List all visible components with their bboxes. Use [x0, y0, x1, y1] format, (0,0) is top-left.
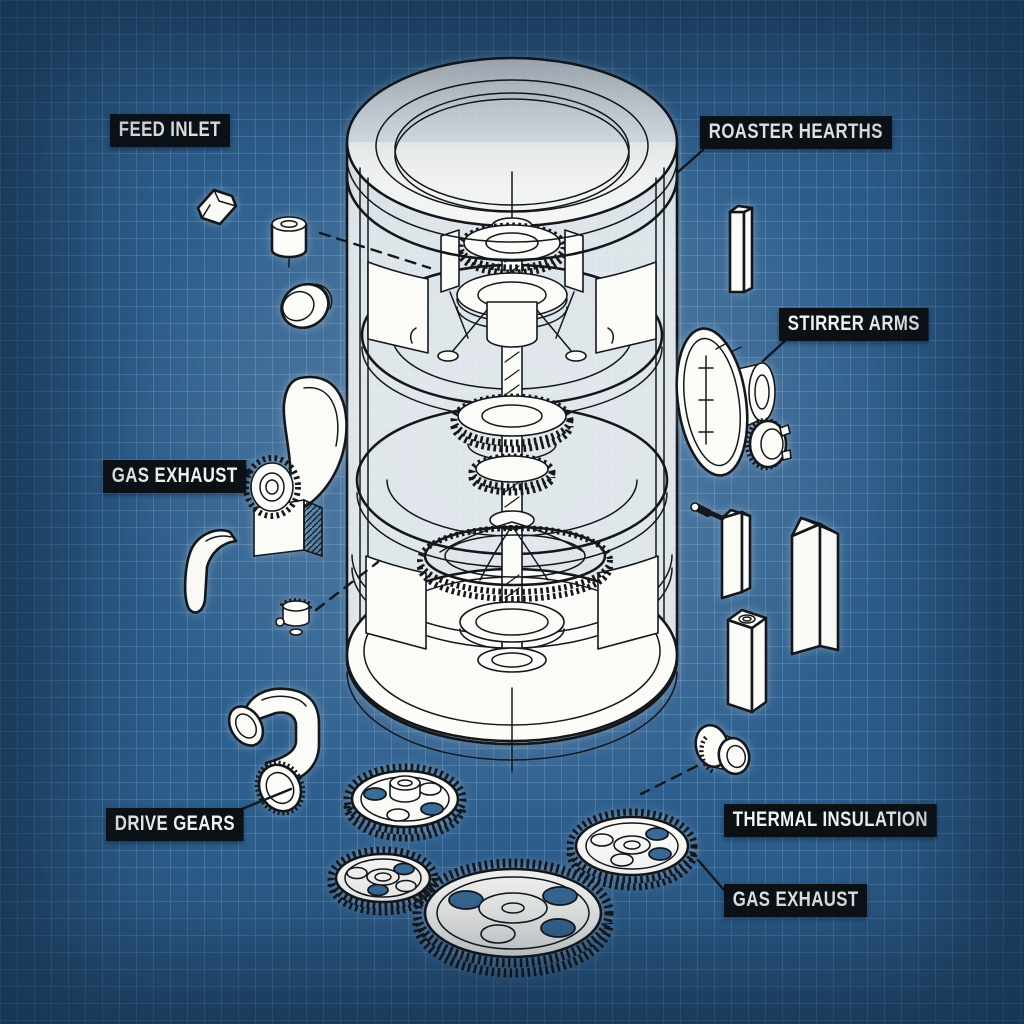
label-thermal-insulation-text: THERMAL INSULATION	[732, 808, 928, 831]
label-feed-inlet: FEED INLET	[110, 114, 230, 147]
label-gas-exhaust-left: GAS EXHAUST	[103, 460, 247, 493]
label-roaster-hearths-text: ROASTER HEARTHS	[708, 120, 883, 143]
thermal-insulation-bars	[690, 204, 840, 714]
drive-gear-4	[566, 808, 698, 891]
roaster-front-rim	[345, 157, 679, 262]
label-stirrer-arms-text: STIRRER ARMS	[787, 312, 920, 335]
label-stirrer-arms: STIRRER ARMS	[779, 308, 929, 341]
dash-bolt	[314, 560, 380, 612]
leader-gas-exhaust-bottom	[696, 858, 726, 892]
exhaust-collar	[694, 723, 751, 776]
label-roaster-hearths: ROASTER HEARTHS	[700, 116, 892, 149]
label-thermal-insulation: THERMAL INSULATION	[724, 804, 937, 837]
drive-gear-train	[327, 763, 698, 978]
stirrer-arm-assembly	[675, 327, 792, 477]
drive-gear-1	[343, 763, 467, 842]
label-drive-gears-text: DRIVE GEARS	[114, 812, 235, 835]
dash-collar-to-gear	[639, 764, 699, 796]
drive-elbow-pipe	[227, 687, 321, 816]
gas-exhaust-blower	[183, 375, 348, 636]
dash-feed-inlet-part	[318, 231, 432, 270]
label-gas-exhaust-left-text: GAS EXHAUST	[111, 464, 238, 487]
label-gas-exhaust-bottom: GAS EXHAUST	[724, 884, 868, 917]
leader-stirrer-arms	[761, 336, 790, 363]
feed-inlet-parts	[196, 188, 333, 329]
central-shaft-assembly	[409, 171, 615, 673]
label-feed-inlet-text: FEED INLET	[118, 118, 221, 141]
label-drive-gears: DRIVE GEARS	[106, 808, 244, 841]
leader-roaster-hearths	[676, 148, 705, 174]
label-gas-exhaust-bottom-text: GAS EXHAUST	[732, 888, 859, 911]
roaster-hearth-rings	[351, 261, 673, 650]
drive-gear-3	[412, 858, 614, 978]
